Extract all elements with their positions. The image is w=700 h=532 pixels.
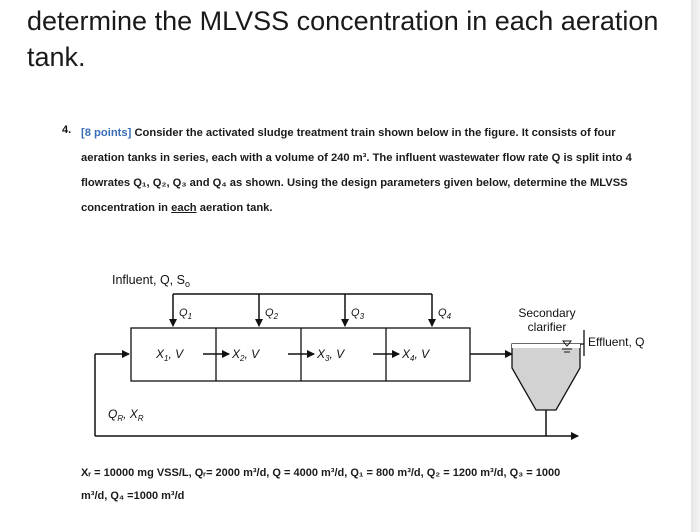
tank-1-label: X1, V (155, 347, 184, 363)
question-text: [8 points] Consider the activated sludge… (81, 121, 641, 221)
question-body-end: aeration tank. (196, 202, 273, 214)
clarifier-water-surface (512, 344, 580, 348)
clarifier-label-line1: Secondary (518, 306, 575, 320)
influent-label: Influent, Q, So (112, 273, 190, 289)
scroll-edge (691, 0, 700, 532)
secondary-clarifier (511, 343, 581, 411)
branch-label-q2: Q2 (265, 307, 279, 321)
branch-label-q4: Q4 (438, 307, 452, 321)
clarifier-label-line2: clarifier (528, 320, 567, 334)
tank-2-label: X2, V (231, 347, 260, 363)
given-parameters: Xᵣ = 10000 mg VSS/L, Qᵣ= 2000 m³/d, Q = … (81, 462, 641, 508)
effluent-label: Effluent, Q (588, 335, 644, 349)
given-line-2: m³/d, Q₄ =1000 m³/d (81, 490, 185, 502)
tank-4-label: X4, V (401, 347, 430, 363)
page-title: determine the MLVSS concentration in eac… (27, 6, 659, 72)
question-body: Consider the activated sludge treatment … (81, 127, 632, 214)
given-line-1: Xᵣ = 10000 mg VSS/L, Qᵣ= 2000 m³/d, Q = … (81, 467, 561, 479)
emphasis-word: each (171, 202, 197, 214)
question-number: 4. (62, 124, 72, 136)
tank-3-label: X3, V (316, 347, 345, 363)
branch-label-q3: Q3 (351, 307, 365, 321)
water-level-icon (561, 340, 573, 347)
points-badge: [8 points] (81, 127, 132, 139)
recycle-label: QR, XR (108, 407, 144, 423)
branch-label-q1: Q1 (179, 307, 192, 321)
